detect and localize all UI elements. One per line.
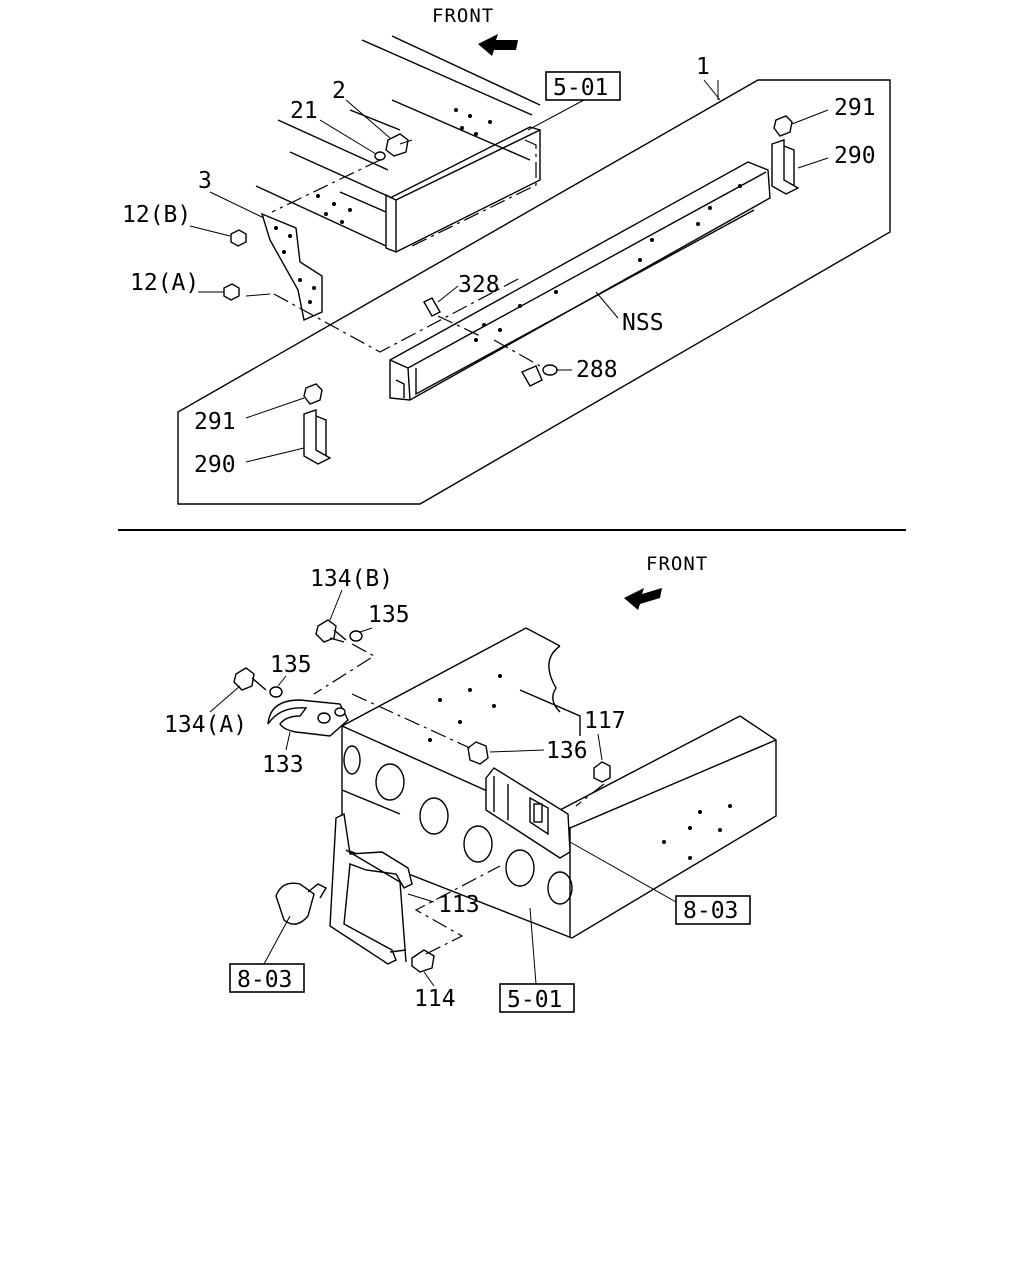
callout-2: 2 (332, 78, 346, 104)
callout-113: 113 (438, 892, 480, 918)
front-arrow-icon-bottom (624, 588, 662, 610)
ref-box-5-01-top[interactable]: 5-01 (545, 71, 621, 101)
bracket-113 (329, 812, 413, 965)
washer-135 (269, 686, 283, 698)
tow-hook-133 (267, 699, 349, 737)
rear-lamp-assembly (485, 767, 571, 859)
callout-290-left: 290 (194, 452, 236, 478)
callout-114: 114 (414, 986, 456, 1012)
nut-12a (223, 283, 240, 301)
svg-text:5-01: 5-01 (507, 987, 562, 1013)
ref-box-8-03-left[interactable]: 8-03 (229, 963, 305, 993)
callout-117: 117 (584, 708, 626, 734)
bolt-114 (411, 949, 435, 973)
frame-rail-section (255, 35, 541, 254)
front-label-bottom: FRONT (646, 553, 708, 575)
callout-134b: 134(B) (310, 566, 393, 592)
front-arrow-icon (478, 34, 518, 56)
callout-133: 133 (262, 752, 304, 778)
callout-3: 3 (198, 168, 212, 194)
top-section: FRONT 5-01 (122, 5, 891, 505)
side-marker-lamp (275, 882, 327, 925)
side-rail-nss (389, 161, 771, 401)
bottom-section: FRONT (164, 553, 777, 1013)
callout-288: 288 (576, 357, 618, 383)
washer-135-top (349, 630, 363, 642)
nut-12b (230, 229, 247, 247)
bolt-291-right (773, 115, 793, 137)
callout-134a: 134(A) (164, 712, 247, 738)
washer-21 (374, 151, 386, 161)
bolt-291-left (303, 383, 323, 405)
callout-nss: NSS (622, 310, 664, 336)
svg-text:8-03: 8-03 (683, 898, 738, 924)
callout-291-left: 291 (194, 409, 236, 435)
ref-box-8-03-right[interactable]: 8-03 (675, 895, 751, 925)
ref-box-5-01-bottom[interactable]: 5-01 (499, 983, 575, 1013)
assembly-outline (177, 79, 891, 505)
front-label-top: FRONT (432, 5, 494, 27)
bolt-2 (385, 133, 413, 157)
top-leader-lines (189, 79, 829, 463)
callout-291-right: 291 (834, 95, 876, 121)
callout-136: 136 (546, 738, 588, 764)
bolt-134a (233, 667, 267, 691)
bolt-134b (315, 619, 347, 643)
svg-text:8-03: 8-03 (237, 967, 292, 993)
frame-crossmember (341, 627, 777, 939)
pin-328 (423, 297, 441, 317)
callout-328: 328 (458, 272, 500, 298)
callout-21: 21 (290, 98, 318, 124)
bracket-290-left (303, 409, 332, 465)
svg-text:5-01: 5-01 (553, 75, 608, 101)
bracket-290-right (771, 139, 800, 195)
callout-135: 135 (270, 652, 312, 678)
nut-117 (593, 761, 611, 783)
callout-1: 1 (696, 54, 710, 80)
bracket-3 (260, 212, 323, 321)
clip-288 (521, 364, 558, 387)
bottom-leader-lines (209, 589, 603, 987)
callout-12b: 12(B) (122, 202, 191, 228)
callout-290-right: 290 (834, 143, 876, 169)
callout-135-top: 135 (368, 602, 410, 628)
callout-12a: 12(A) (130, 270, 199, 296)
nut-136 (467, 741, 489, 765)
